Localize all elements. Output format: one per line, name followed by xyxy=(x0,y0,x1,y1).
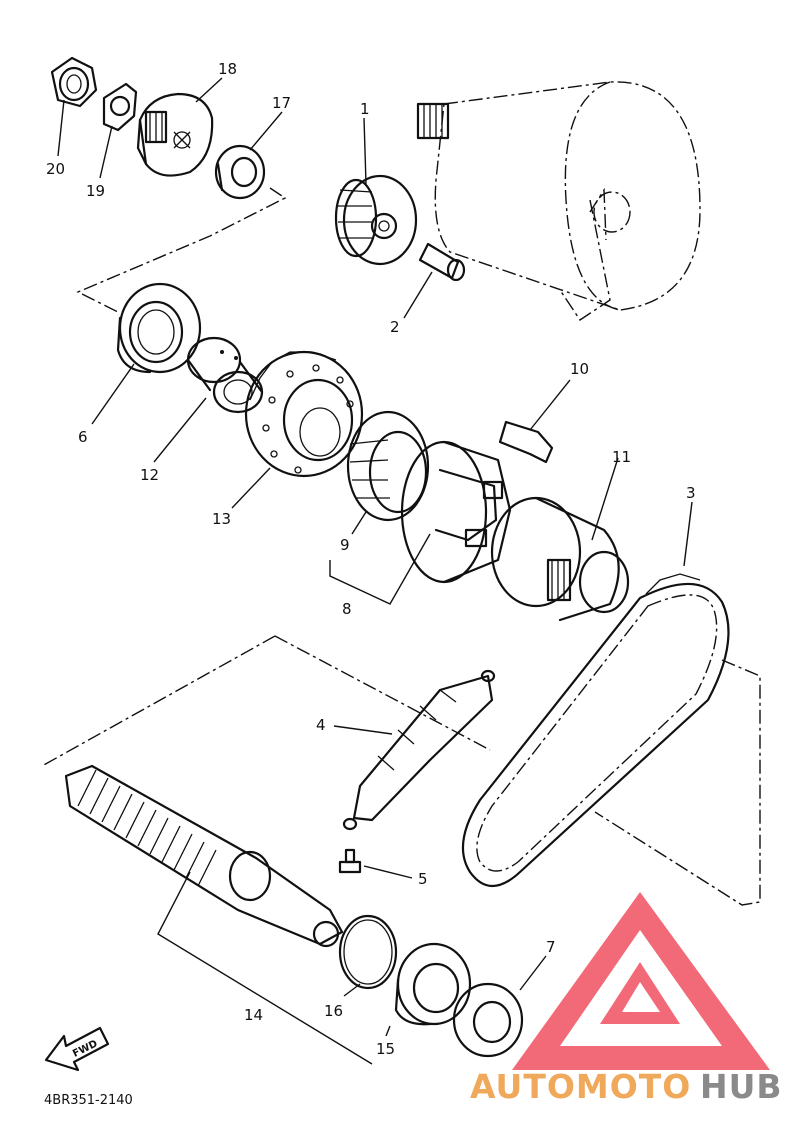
part-5-bolt xyxy=(338,848,362,874)
watermark-text-gray: HUB xyxy=(700,1067,783,1106)
part-11-wheel-gear xyxy=(490,496,630,622)
part-label-6: 6 xyxy=(78,428,88,446)
part-8-clutch-housing xyxy=(400,440,512,584)
leader-lines xyxy=(57,77,693,1065)
part-12-collar xyxy=(186,336,264,414)
part-number-labels: 20 19 18 17 1 2 6 12 13 9 8 10 11 3 4 5 … xyxy=(46,60,696,1058)
part-18-gear xyxy=(136,92,214,177)
part-2-shaft-pin xyxy=(418,242,466,282)
part-label-7: 7 xyxy=(546,938,556,956)
part-label-13: 13 xyxy=(212,510,231,528)
watermark-text-orange: AUTOMOTO xyxy=(470,1067,691,1106)
part-label-5: 5 xyxy=(418,870,428,888)
fwd-arrow-icon: FWD xyxy=(44,1026,110,1072)
assembly-group-lines xyxy=(41,187,761,906)
part-7-seal xyxy=(452,982,524,1058)
part-label-16: 16 xyxy=(324,1002,343,1020)
part-label-9: 9 xyxy=(340,536,350,554)
part-17-seal xyxy=(214,144,266,200)
part-19-lock-washer xyxy=(102,82,138,132)
part-15-bearing xyxy=(394,942,472,1026)
part-14-shaft xyxy=(64,764,344,948)
part-label-20: 20 xyxy=(46,160,65,178)
part-label-18: 18 xyxy=(218,60,237,78)
part-6-bearing xyxy=(116,282,202,374)
part-13-clutch-gear xyxy=(244,350,364,478)
part-label-12: 12 xyxy=(140,466,159,484)
part-label-8: 8 xyxy=(342,600,352,618)
part-9-one-way-clutch xyxy=(346,410,430,522)
part-label-1: 1 xyxy=(360,100,370,118)
part-label-10: 10 xyxy=(570,360,589,378)
watermark-logo-icon xyxy=(512,892,770,1070)
part-label-17: 17 xyxy=(272,94,291,112)
starter-motor xyxy=(416,81,701,321)
part-20-nut xyxy=(50,56,98,108)
catalog-code: 4BR351-2140 xyxy=(44,1093,133,1108)
part-10-guide-pin xyxy=(498,420,554,464)
watermark-text: AUTOMOTO HUB xyxy=(470,1067,783,1106)
part-label-19: 19 xyxy=(86,182,105,200)
part-1-idler-gear xyxy=(334,174,418,266)
part-16-o-ring xyxy=(338,914,398,990)
part-label-11: 11 xyxy=(612,448,631,466)
part-label-2: 2 xyxy=(390,318,400,336)
part-label-4: 4 xyxy=(316,716,326,734)
part-label-15: 15 xyxy=(376,1040,395,1058)
part-label-3: 3 xyxy=(686,484,696,502)
part-3-chain xyxy=(461,573,730,887)
part-4-chain-guide xyxy=(342,669,496,831)
part-label-14: 14 xyxy=(244,1006,263,1024)
